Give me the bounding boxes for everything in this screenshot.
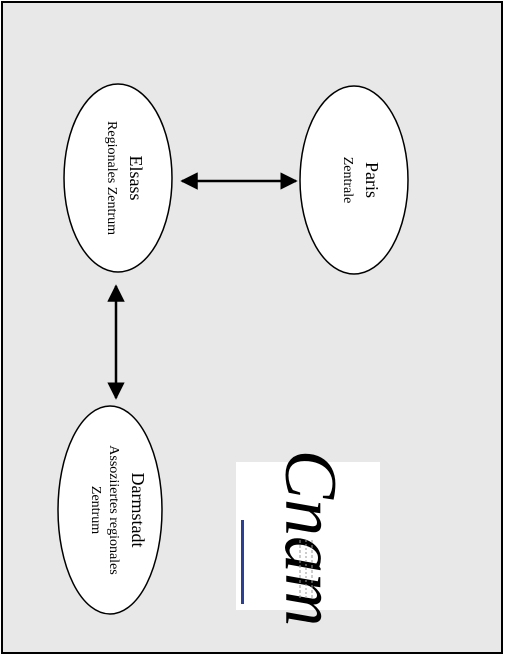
paris-subtitle: Zentrale	[340, 157, 355, 204]
cnam-logo: Cnam	[236, 450, 380, 627]
node-elsass: Elsass Regionales Zentrum	[63, 83, 173, 273]
darmstadt-name: Darmstadt	[128, 473, 148, 548]
elsass-name: Elsass	[126, 156, 146, 201]
darmstadt-subtitle-line2: Zentrum	[88, 486, 103, 534]
logo-bar	[241, 520, 244, 604]
paris-name: Paris	[362, 162, 382, 198]
logo-text: Cnam	[269, 450, 351, 627]
node-darmstadt: Darmstadt Assoziiertes regionales Zentru…	[57, 405, 163, 615]
darmstadt-subtitle-line1: Assoziiertes regionales	[106, 445, 121, 574]
elsass-subtitle: Regionales Zentrum	[104, 121, 119, 235]
logo-stripes	[299, 540, 313, 600]
node-paris: Paris Zentrale	[299, 85, 409, 275]
